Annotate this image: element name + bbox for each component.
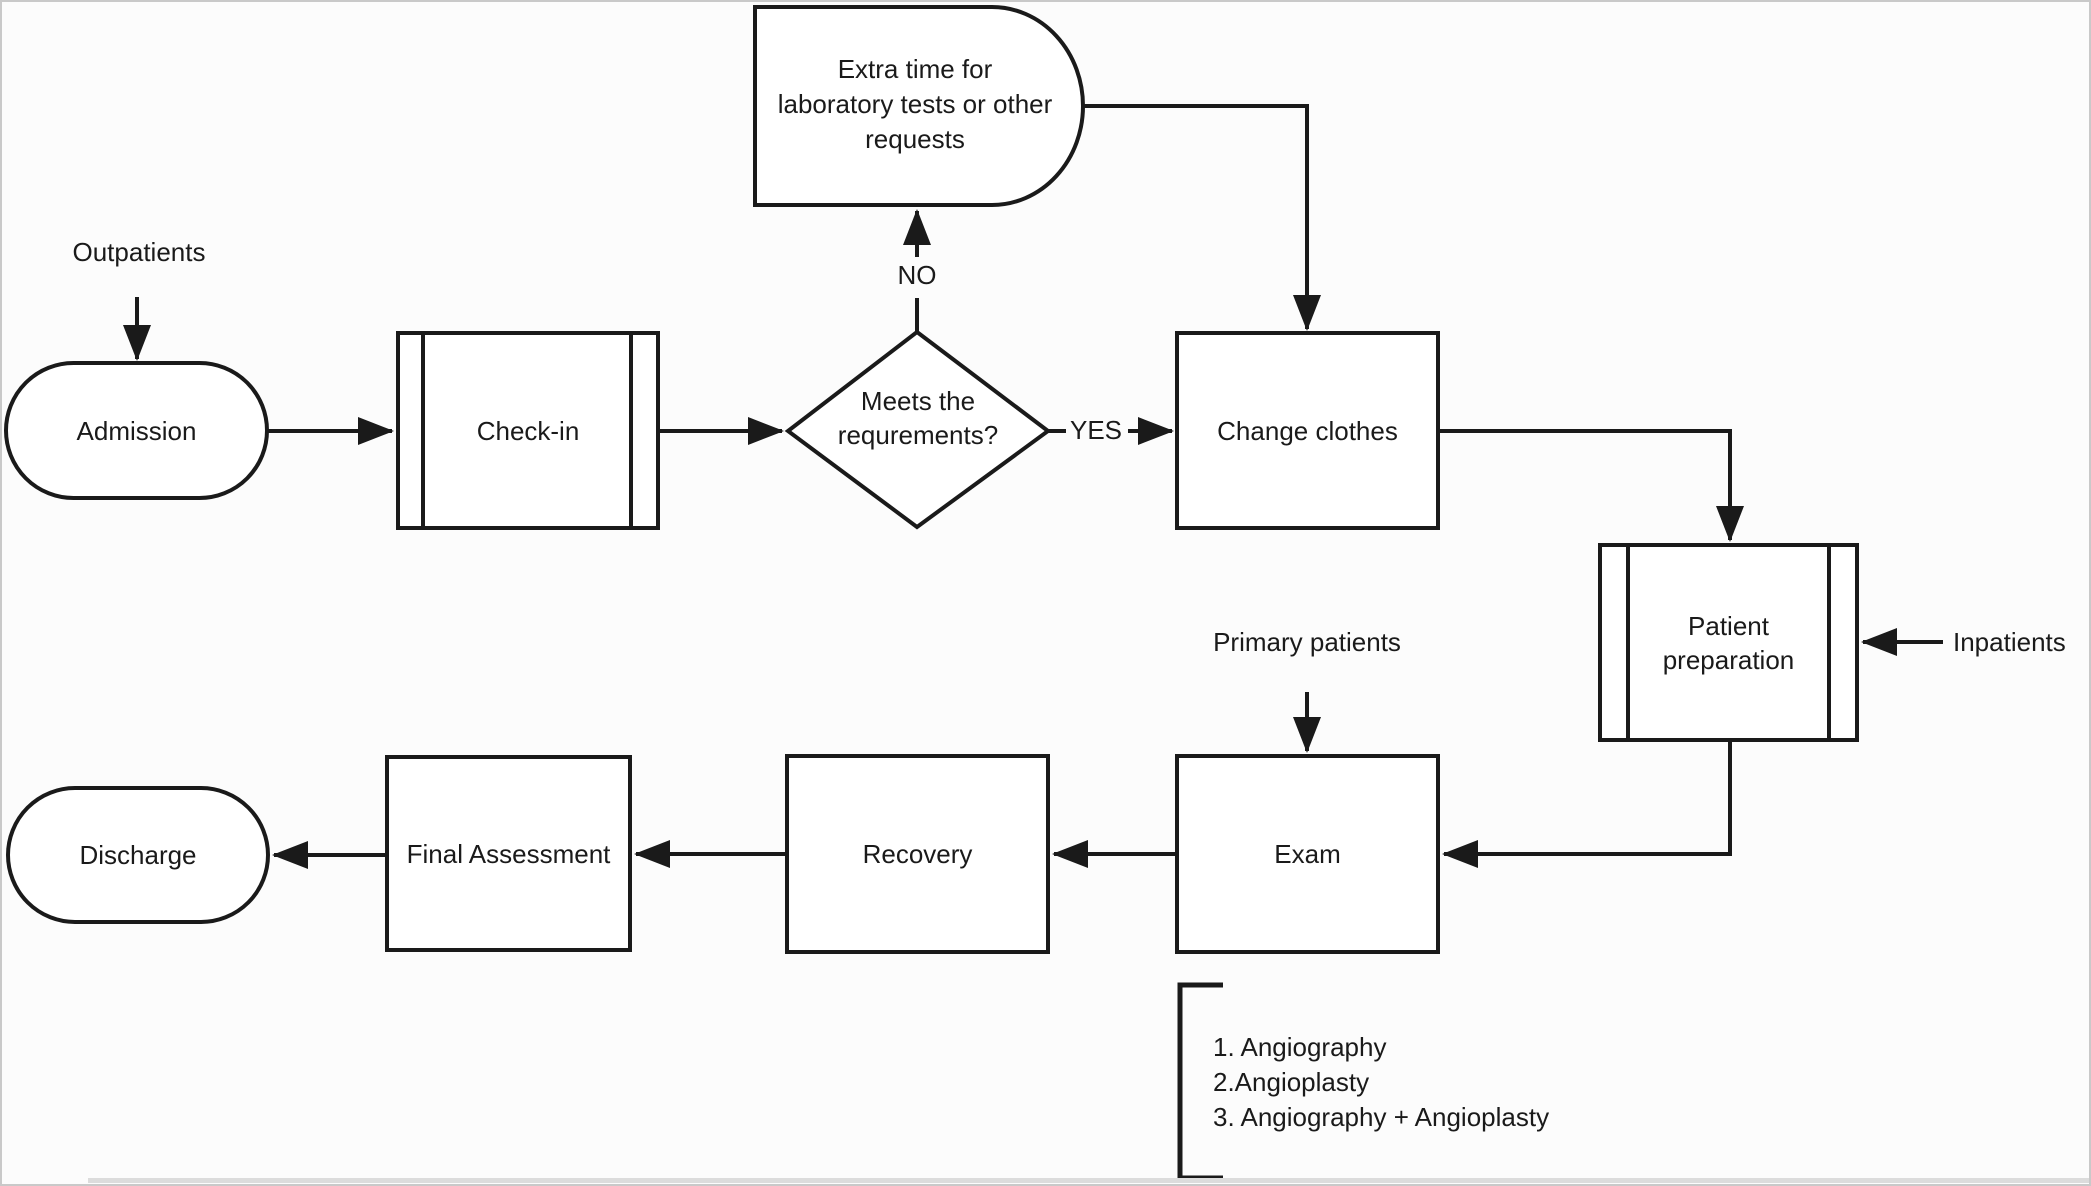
final-assessment-node-label: Final Assessment (406, 838, 611, 869)
screenshot-bottom-edge (88, 1178, 2089, 1183)
change-clothes-node-label: Change clothes (1217, 415, 1398, 446)
process-shape-patient-preparation (1598, 543, 1859, 742)
decision-diamond-shape (784, 329, 1052, 530)
inpatients-label: Inpatients (1953, 627, 2066, 657)
no-branch-label: NO (897, 260, 937, 290)
admission-node-label: Admission (76, 415, 197, 446)
process-shape-exam (1175, 754, 1440, 954)
patient-preparation-node-label: Patient preparation (1662, 610, 1795, 675)
edge-delay-to-change-clothes (1083, 104, 1321, 331)
process-shape-check-in (396, 331, 660, 530)
edge-patient-preparation-to-exam (1442, 740, 1732, 868)
outpatients-label: Outpatients (72, 237, 206, 267)
terminator-shape-discharge (6, 786, 270, 924)
process-shape-recovery (785, 754, 1050, 954)
exam-options-list: 1. Angiography 2.Angioplasty 3. Angiogra… (1213, 1032, 1550, 1132)
edge-change-clothes-to-patient-preparation (1438, 429, 1744, 542)
yes-branch-label: YES (1069, 415, 1123, 445)
primary-patients-label: Primary patients (1213, 627, 1401, 657)
discharge-node-label: Discharge (79, 840, 197, 870)
delay-shape-extra-time (753, 5, 1085, 207)
recovery-node-label: Recovery (862, 839, 973, 869)
check-in-node-label: Check-in (476, 415, 580, 446)
decision-node-label: Meets the requrements? (837, 386, 999, 450)
extra-time-node-label: Extra time for laboratory tests or other… (777, 53, 1053, 154)
exam-node-label: Exam (1274, 839, 1341, 869)
